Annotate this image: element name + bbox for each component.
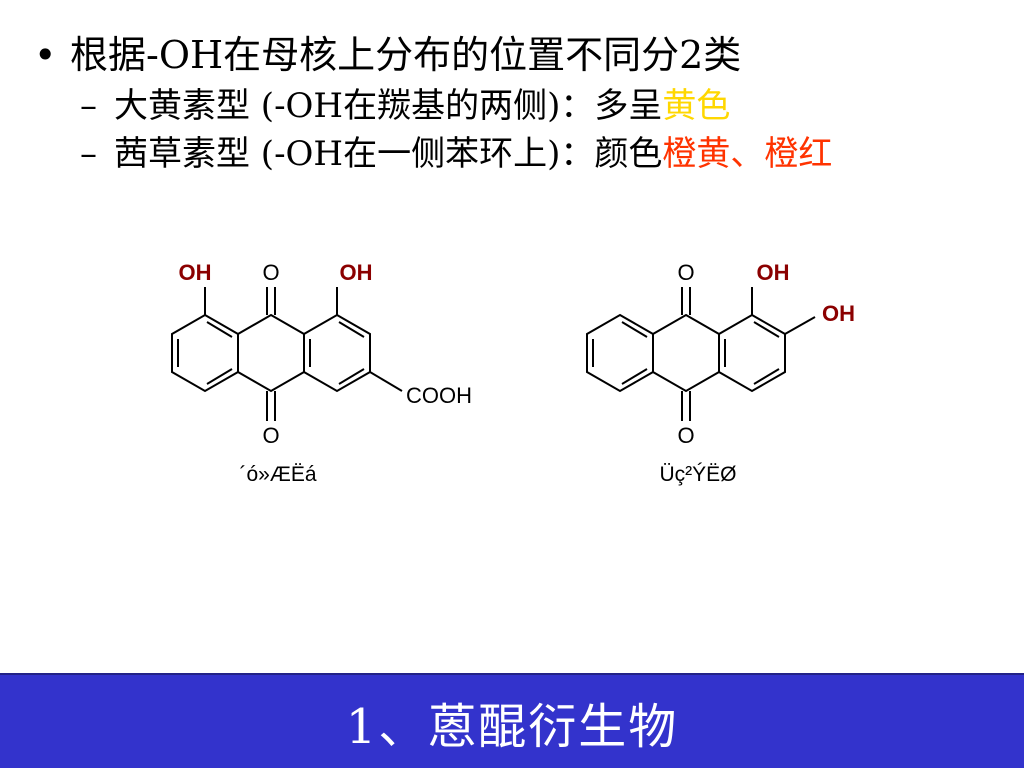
footer-title-bar: 1、蒽醌衍生物 [0, 673, 1024, 768]
structure-left-o-top-label: O [262, 260, 279, 285]
structure-right-caption: Üç²ÝËØ [659, 463, 736, 486]
structure-right-diagram: O OH OH O Üç²ÝËØ [586, 260, 855, 486]
structure-left-bonds [171, 287, 403, 421]
structure-right-bonds [586, 287, 816, 421]
bullet-dot: • [34, 33, 57, 77]
footer-title: 1、蒽醌衍生物 [345, 698, 679, 755]
sub-bullet-text: 大黄素型 (-OH在羰基的两侧)：多呈 [114, 86, 663, 126]
bullet-list: • 根据-OH在母核上分布的位置不同分2类 –大黄素型 (-OH在羰基的两侧)：多… [34, 28, 994, 178]
structure-left-o-bottom-label: O [262, 423, 279, 448]
sub-bullet-emodin-type: –大黄素型 (-OH在羰基的两侧)：多呈黄色 [34, 82, 994, 130]
structure-left-oh-right-label: OH [340, 260, 373, 285]
sub-bullet-alizarin-type: –茜草素型 (-OH在一侧苯环上)：颜色橙黄、橙红 [34, 130, 994, 178]
structure-left-cooh-label: COOH [406, 383, 472, 408]
structure-left-oh-left-label: OH [179, 260, 212, 285]
structure-right-o-bottom-label: O [677, 423, 694, 448]
structure-right-oh-top-label: OH [757, 260, 790, 285]
structure-left-diagram: OH O OH O COOH ´ó»ÆËá [171, 260, 472, 486]
sub-bullet-highlight-yellow: 黄色 [662, 86, 731, 126]
structure-right-o-top-label: O [677, 260, 694, 285]
main-bullet: • 根据-OH在母核上分布的位置不同分2类 [34, 28, 994, 82]
main-bullet-text: 根据-OH在母核上分布的位置不同分2类 [70, 33, 742, 77]
sub-bullet-text: 茜草素型 (-OH在一侧苯环上)：颜色 [114, 134, 663, 174]
sub-bullet-dash: – [80, 134, 97, 174]
structure-left-caption: ´ó»ÆËá [239, 463, 316, 486]
sub-bullet-highlight-red: 橙黄、橙红 [662, 134, 833, 174]
sub-bullet-dash: – [80, 86, 97, 126]
structure-right-oh-side-label: OH [822, 301, 855, 326]
